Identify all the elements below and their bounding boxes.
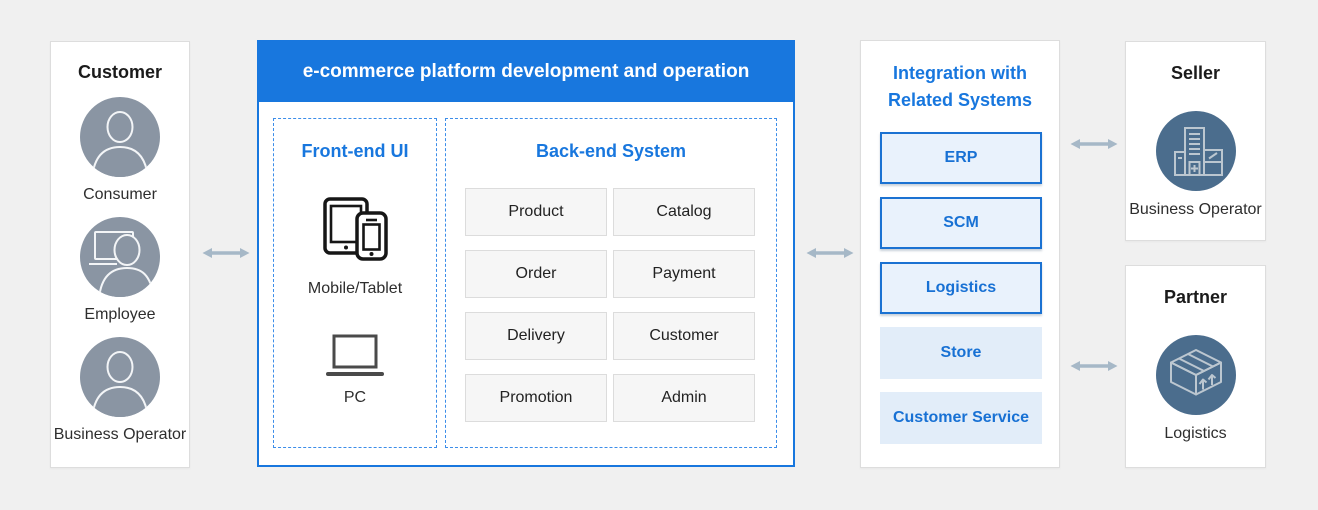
module-admin: Admin (613, 374, 755, 422)
integration-title-line1: Integration with (893, 63, 1027, 83)
system-logistics: Logistics (880, 262, 1042, 314)
seller-panel: Seller (1125, 41, 1266, 241)
module-delivery: Delivery (465, 312, 607, 360)
integration-systems-list: ERP SCM Logistics Store Customer Service (880, 132, 1042, 444)
frontend-ui-title: Front-end UI (301, 141, 409, 161)
customer-panel: Customer Consumer (50, 41, 190, 468)
consumer-label: Consumer (83, 186, 157, 203)
module-customer: Customer (613, 312, 755, 360)
laptop-icon (323, 333, 387, 384)
module-payment: Payment (613, 250, 755, 298)
building-icon (1155, 111, 1236, 191)
business-operator-person-icon (80, 337, 160, 417)
module-catalog: Catalog (613, 188, 755, 236)
seller-label: Business Operator (1129, 201, 1262, 218)
system-customer-service: Customer Service (880, 392, 1042, 444)
platform-header: e-commerce platform development and oper… (259, 42, 793, 102)
tablet-phone-icon (321, 197, 389, 266)
integration-panel: Integration with Related Systems ERP SCM… (860, 40, 1060, 468)
system-scm: SCM (880, 197, 1042, 249)
module-order: Order (465, 250, 607, 298)
partner-panel: Partner Logistics (1125, 265, 1266, 468)
employee-label: Employee (84, 306, 156, 323)
integration-panel-title: Integration with Related Systems (861, 60, 1059, 114)
integration-title-line2: Related Systems (887, 90, 1033, 110)
customer-panel-title: Customer (77, 62, 162, 82)
module-promotion: Promotion (465, 374, 607, 422)
bidirectional-arrow-icon (1070, 361, 1118, 371)
platform-body: Front-end UI Mobile/Tablet (259, 102, 793, 465)
system-erp: ERP (880, 132, 1042, 184)
mobile-tablet-label: Mobile/Tablet (307, 280, 403, 297)
seller-panel-title: Seller (1170, 63, 1221, 83)
bidirectional-arrow-icon (202, 248, 250, 258)
platform-panel: e-commerce platform development and oper… (257, 40, 795, 467)
bidirectional-arrow-icon (1070, 139, 1118, 149)
consumer-person-icon (80, 97, 160, 177)
backend-system-box: Back-end System Product Catalog Order Pa… (445, 118, 777, 448)
backend-modules-grid: Product Catalog Order Payment Delivery C… (465, 188, 755, 422)
system-store: Store (880, 327, 1042, 379)
business-operator-label: Business Operator (53, 426, 187, 443)
partner-label: Logistics (1164, 425, 1227, 442)
partner-panel-title: Partner (1163, 287, 1228, 307)
frontend-ui-box: Front-end UI Mobile/Tablet (273, 118, 437, 448)
backend-system-title: Back-end System (535, 141, 687, 161)
module-product: Product (465, 188, 607, 236)
bidirectional-arrow-icon (806, 248, 854, 258)
pc-label: PC (343, 389, 367, 406)
employee-person-computer-icon (80, 217, 160, 297)
package-icon (1155, 335, 1236, 415)
